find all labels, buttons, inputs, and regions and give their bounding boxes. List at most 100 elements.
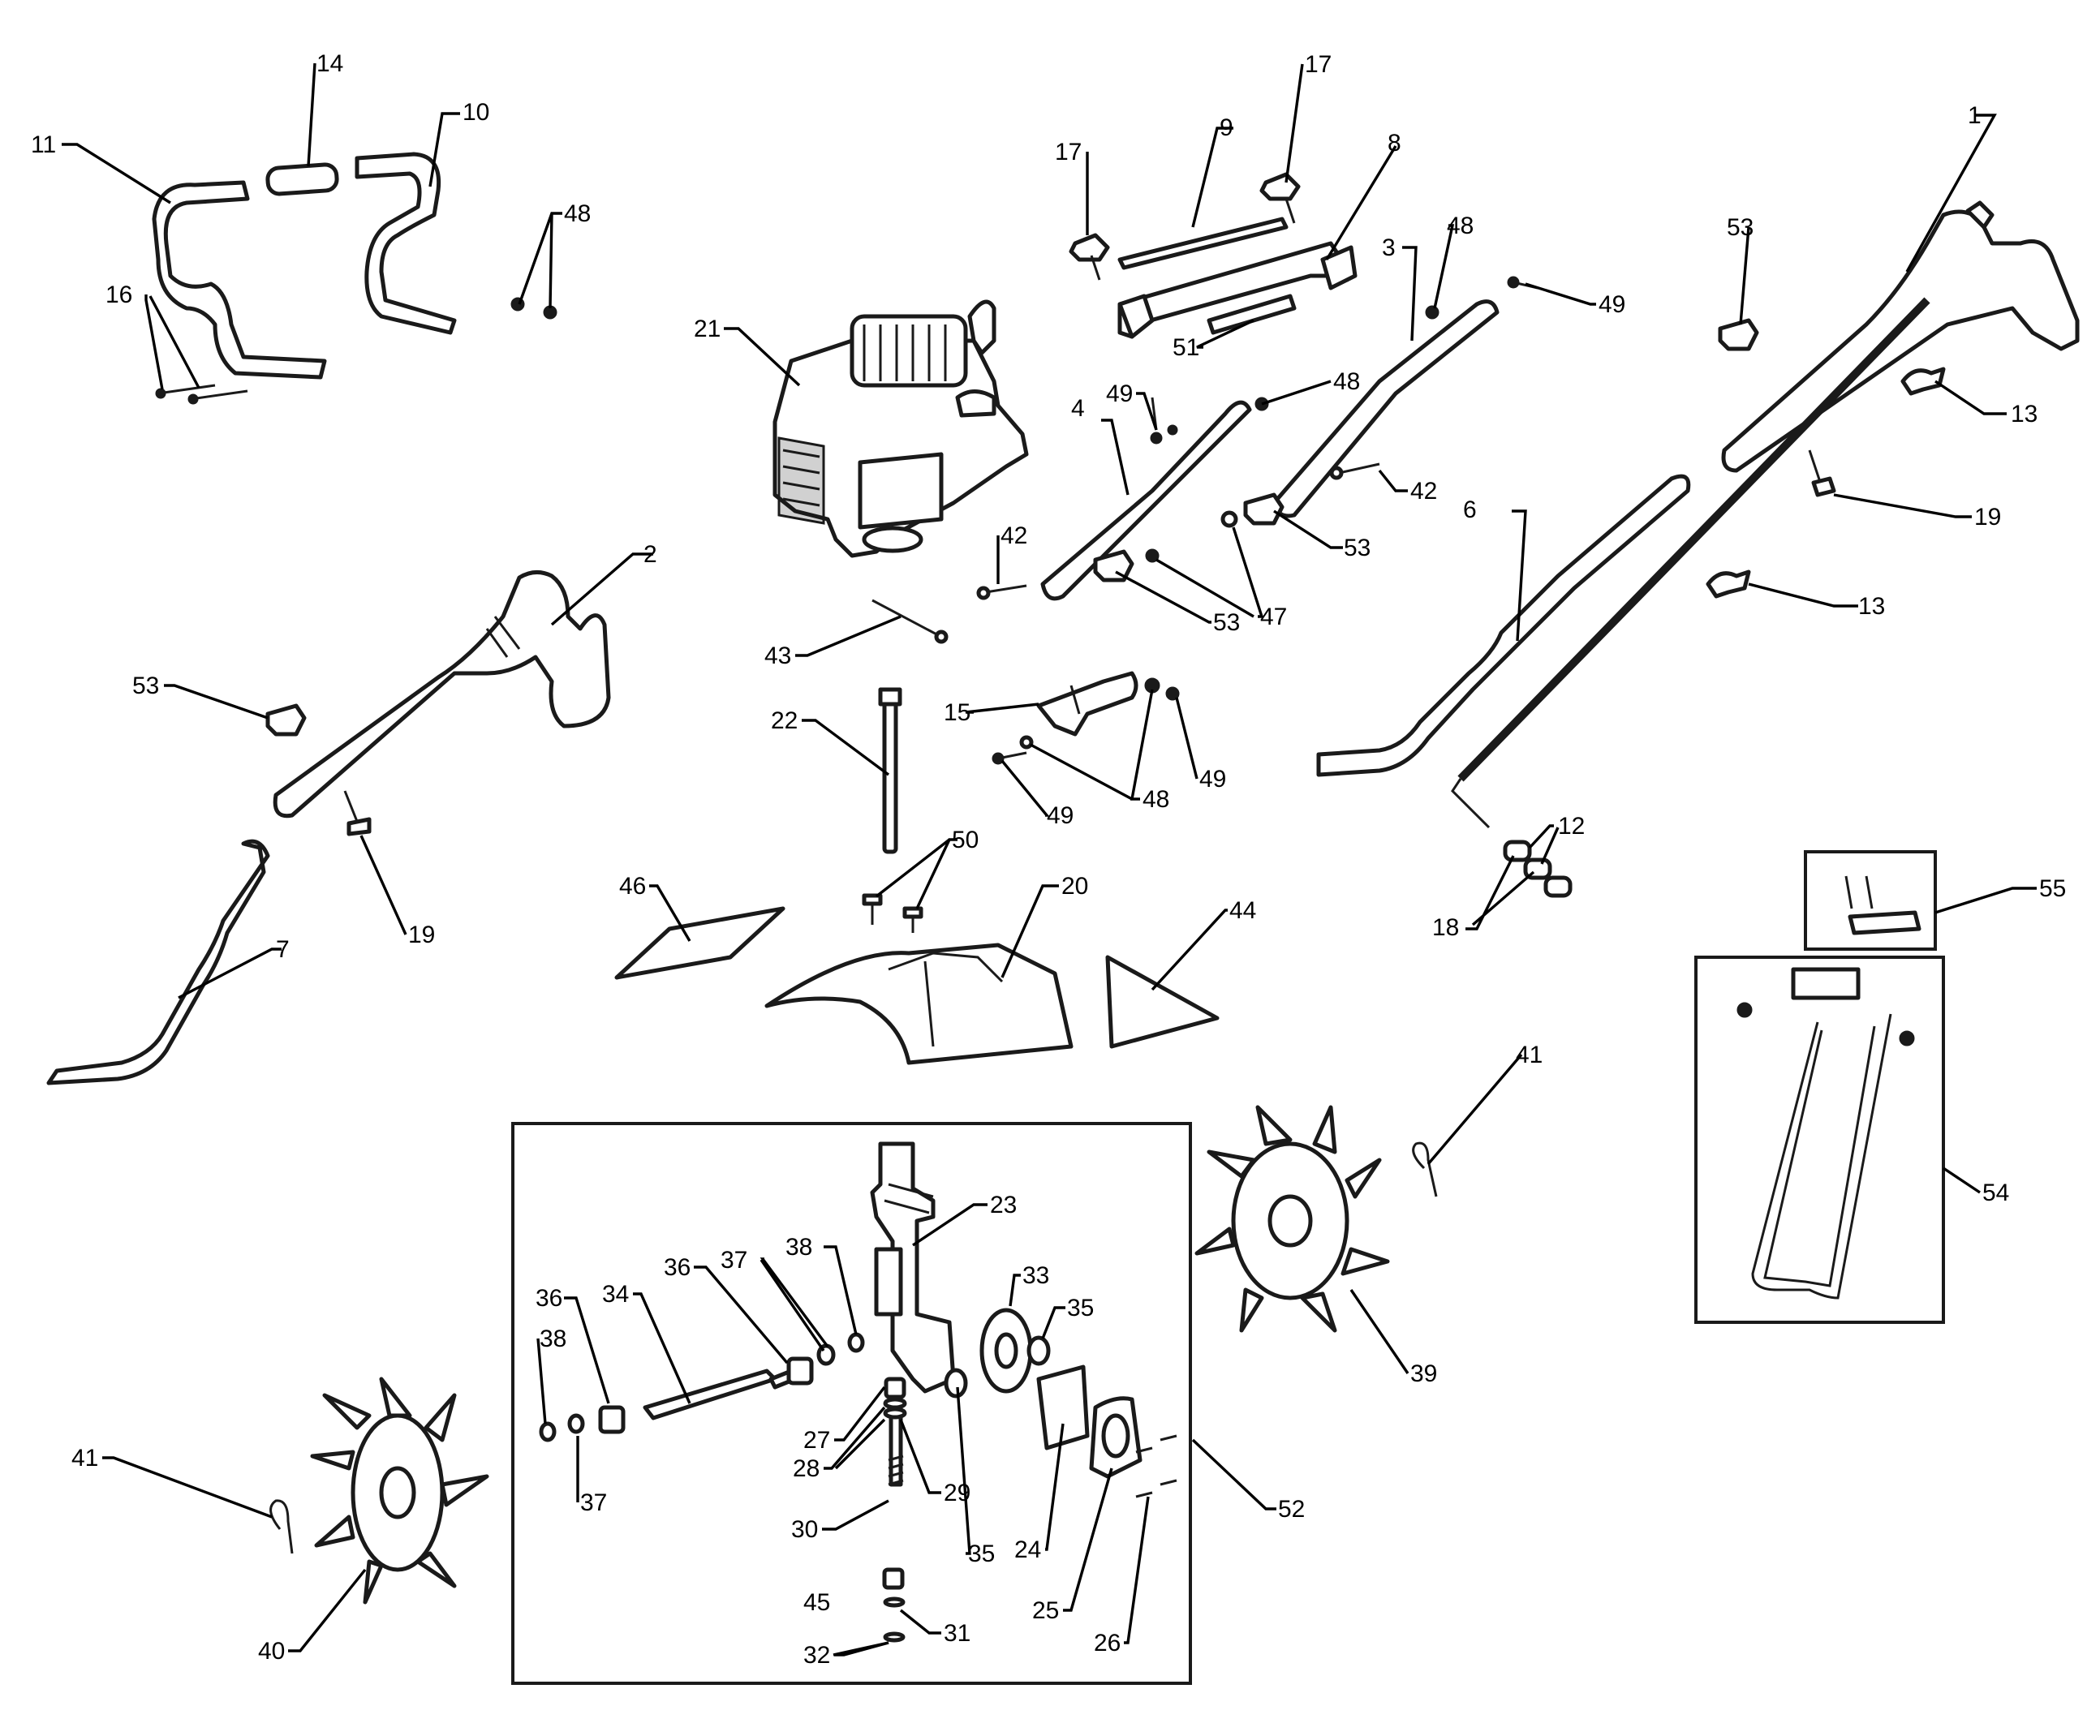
label-10: 10: [463, 99, 489, 126]
label-2: 2: [643, 541, 657, 568]
part-53-knob-left: [265, 703, 307, 737]
label-53d: 53: [132, 672, 159, 699]
part-41-pin-right: [1412, 1141, 1438, 1197]
part-53-knobs-mid: [1093, 492, 1285, 582]
part-3-handle-tube: [1272, 299, 1500, 518]
part-19-bolt-left: [343, 790, 372, 836]
label-49d: 49: [1199, 766, 1226, 793]
part-52-gearbox-assembly: [511, 1122, 1192, 1685]
label-8: 8: [1388, 130, 1401, 157]
part-16-bolts: [155, 384, 248, 405]
label-23: 23: [990, 1192, 1017, 1218]
part-11-upper-handle-left: [152, 180, 327, 380]
label-17a: 17: [1055, 139, 1082, 165]
label-11: 11: [31, 131, 56, 158]
part-40-tine-assembly-left: [310, 1377, 489, 1605]
part-50-screws: [862, 893, 923, 933]
label-40: 40: [258, 1638, 285, 1665]
label-9: 9: [1220, 114, 1233, 141]
label-48b: 48: [1447, 213, 1474, 239]
part-8-handle-bracket: [1117, 241, 1358, 339]
label-13b: 13: [1858, 593, 1885, 620]
part-9-decal-strip: [1117, 217, 1289, 270]
label-29: 29: [944, 1480, 970, 1506]
label-44: 44: [1229, 897, 1256, 924]
label-36b: 36: [664, 1254, 691, 1281]
label-30: 30: [791, 1516, 818, 1543]
label-15: 15: [944, 699, 970, 726]
label-26: 26: [1094, 1630, 1121, 1657]
part-4-handle-tube: [1040, 400, 1252, 601]
label-18: 18: [1432, 914, 1459, 941]
label-22: 22: [771, 707, 798, 734]
part-21-engine: [772, 299, 1029, 558]
label-39: 39: [1410, 1360, 1437, 1387]
label-14: 14: [316, 50, 343, 77]
label-50: 50: [952, 827, 979, 853]
part-46-decal: [614, 906, 785, 980]
label-41a: 41: [71, 1445, 98, 1472]
part-55-hardware-kit: [1804, 850, 1937, 951]
label-42b: 42: [1410, 478, 1437, 505]
part-14-handle-grip-tube: [265, 162, 339, 196]
label-42a: 42: [1001, 522, 1027, 549]
label-6: 6: [1463, 496, 1477, 523]
label-54: 54: [1982, 1180, 2009, 1206]
part-43-spring: [871, 599, 949, 644]
control-cable: [1451, 297, 1930, 829]
label-21: 21: [694, 316, 721, 342]
label-20: 20: [1061, 873, 1088, 900]
callout-labels: 1 2 3 4 6 7 8 9 10 11 12 13 13 14 15 16 …: [31, 50, 2066, 1669]
label-37a: 37: [580, 1489, 607, 1516]
part-19-bolt-right: [1808, 449, 1836, 497]
label-41b: 41: [1516, 1042, 1543, 1068]
label-4: 4: [1071, 395, 1085, 422]
label-16: 16: [105, 281, 132, 308]
label-49a: 49: [1599, 291, 1625, 318]
part-51-decal: [1207, 294, 1297, 335]
label-35b: 35: [968, 1540, 995, 1567]
label-53b: 53: [1344, 535, 1371, 561]
label-33: 33: [1022, 1262, 1049, 1289]
label-7: 7: [276, 936, 290, 963]
label-49c: 49: [1047, 802, 1074, 829]
label-55: 55: [2039, 875, 2066, 902]
label-19a: 19: [1974, 504, 2001, 531]
part-13-clips: [1706, 367, 1946, 599]
label-53a: 53: [1727, 214, 1754, 241]
label-24: 24: [1014, 1536, 1041, 1563]
part-48-nuts-mid: [1150, 305, 1439, 445]
leader-lines: [62, 62, 2037, 1657]
label-36a: 36: [536, 1285, 562, 1312]
label-38b: 38: [785, 1234, 812, 1261]
label-31: 31: [944, 1620, 970, 1647]
label-51: 51: [1173, 334, 1199, 361]
part-39-tine-assembly-right: [1194, 1105, 1390, 1333]
label-27: 27: [803, 1427, 830, 1454]
label-25: 25: [1032, 1597, 1059, 1624]
part-7-lower-handle-left: [46, 839, 270, 1085]
part-41-pin-left: [269, 1499, 294, 1554]
part-42-bolts: [976, 462, 1380, 600]
label-13a: 13: [2011, 401, 2038, 428]
label-3: 3: [1382, 234, 1396, 261]
label-53c: 53: [1213, 609, 1240, 636]
label-43: 43: [764, 642, 791, 669]
label-35a: 35: [1067, 1295, 1094, 1321]
label-48d: 48: [1143, 786, 1169, 813]
label-17b: 17: [1305, 51, 1332, 78]
part-10-upper-handle-right: [355, 152, 457, 335]
part-1-main-handle: [1721, 200, 2080, 473]
label-19b: 19: [408, 922, 435, 948]
part-44-decal-triangle: [1105, 955, 1220, 1049]
label-48c: 48: [1333, 368, 1360, 395]
label-52: 52: [1278, 1496, 1305, 1523]
label-32: 32: [803, 1642, 830, 1669]
label-38a: 38: [540, 1326, 566, 1352]
part-54-depth-stake-kit: [1694, 956, 1945, 1324]
part-15-cable-bracket: [992, 671, 1180, 765]
label-45: 45: [803, 1589, 830, 1616]
label-49b: 49: [1106, 380, 1133, 407]
label-12: 12: [1558, 813, 1585, 840]
